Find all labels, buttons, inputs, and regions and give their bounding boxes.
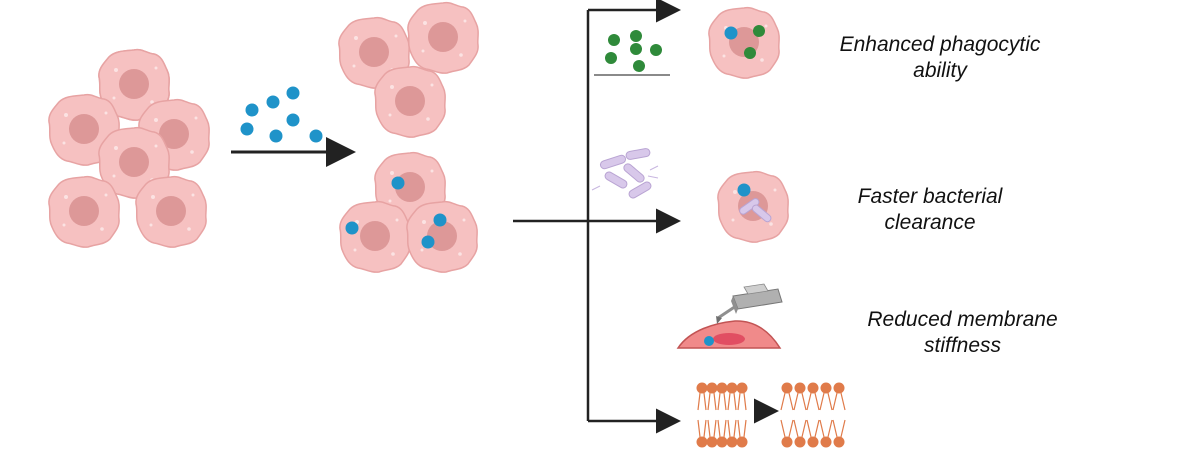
lipid-head [736, 436, 748, 448]
macrophage-cell-icon [339, 200, 411, 273]
lipid-tail [832, 419, 846, 438]
lipid-tail [727, 392, 737, 411]
lipid-head [833, 436, 845, 448]
nanoparticle-icon [309, 129, 323, 143]
lipid-tail [727, 419, 737, 438]
lipid-head [794, 382, 806, 394]
bacteria-icon [751, 204, 772, 223]
green-bead-icon [633, 60, 645, 72]
lipid-head [706, 382, 718, 394]
afm-probe-icon [716, 283, 783, 324]
green-bead-icon [753, 25, 765, 37]
lipid-head [706, 436, 718, 448]
bacteria-icon [625, 148, 651, 160]
lipid-tail [806, 419, 820, 438]
nanoparticle-icon [421, 235, 435, 249]
lipid-head [807, 382, 819, 394]
lipid-head [807, 436, 819, 448]
green-bead-icon [608, 34, 620, 46]
nanoparticle-icon [286, 113, 300, 127]
lipid-tail [737, 419, 747, 438]
lipid-head [696, 382, 708, 394]
nanoparticle-icon [433, 213, 447, 227]
bacteria-icon [623, 163, 645, 183]
lipid-head [820, 436, 832, 448]
nanoparticle-icon [737, 183, 751, 197]
nanoparticle-icon [391, 176, 405, 190]
lipid-head [820, 382, 832, 394]
untreated-cells [48, 48, 210, 248]
macrophage-cell-icon [406, 200, 478, 273]
lipid-tail [737, 392, 747, 411]
lipid-head [781, 436, 793, 448]
lipid-head [696, 436, 708, 448]
macrophage-cell-icon [48, 175, 120, 248]
green-bead-icon [605, 52, 617, 64]
bacteria-icon [628, 181, 652, 199]
green-bead-icon [630, 43, 642, 55]
green-bead-icon [630, 30, 642, 42]
green-bead-icon [744, 47, 756, 59]
lipid-head [781, 382, 793, 394]
bacteria-icon [604, 171, 628, 189]
nanoparticle-icon [704, 336, 714, 346]
lipid-head [726, 382, 738, 394]
lipid-tail [707, 392, 717, 411]
outcome-label-membrane: Reduced membrane stiffness [867, 308, 1058, 357]
lipid-tail [717, 392, 727, 411]
lipid-tail [717, 419, 727, 438]
nanoparticle-icon [724, 26, 738, 40]
lipid-bilayer-icon [696, 382, 748, 448]
lipid-tail [793, 419, 807, 438]
nanoparticle-icon [345, 221, 359, 235]
bacteria-clearance-cell [717, 170, 789, 243]
lipid-head [716, 436, 728, 448]
lipid-tail [819, 419, 833, 438]
membrane-stiffness-illustration [676, 283, 783, 349]
macrophage-cell-icon [135, 175, 207, 248]
lipid-tail [780, 392, 794, 411]
nanoparticle-icon [266, 95, 280, 109]
outcome-label-phagocytic: Enhanced phagocytic ability [839, 33, 1041, 82]
macrophage-cell-icon [407, 1, 479, 74]
macrophage-cell-icon [708, 6, 780, 79]
lipid-tail [697, 392, 707, 411]
bacteria-icon [739, 198, 760, 215]
lipid-tail [697, 419, 707, 438]
green-beads-group [594, 30, 670, 76]
treated-cells-upper [338, 1, 479, 138]
lipid-head [736, 382, 748, 394]
bacteria-group [591, 148, 659, 199]
green-bead-icon [650, 44, 662, 56]
treated-cells-lower [339, 151, 478, 273]
lipid-tail [832, 392, 846, 411]
lipid-tail [819, 392, 833, 411]
lipid-head [833, 382, 845, 394]
lipid-bilayer-icon [780, 382, 846, 448]
lipid-head [794, 436, 806, 448]
branch-arrows [513, 0, 681, 434]
lipid-head [726, 436, 738, 448]
lipid-tail [780, 419, 794, 438]
nanoparticle-icon [240, 122, 254, 136]
macrophage-cell-icon [374, 65, 446, 138]
nanoparticle-icon [269, 129, 283, 143]
lipid-tail [707, 419, 717, 438]
phagocytic-cell [708, 6, 780, 79]
bacteria-icon [599, 154, 627, 170]
nanoparticle-group [240, 86, 323, 143]
nanoparticle-icon [245, 103, 259, 117]
outcome-label-bacterial: Faster bacterial clearance [857, 185, 1003, 234]
lipid-head [716, 382, 728, 394]
lipid-tail [806, 392, 820, 411]
nanoparticle-icon [286, 86, 300, 100]
lipid-tail [793, 392, 807, 411]
